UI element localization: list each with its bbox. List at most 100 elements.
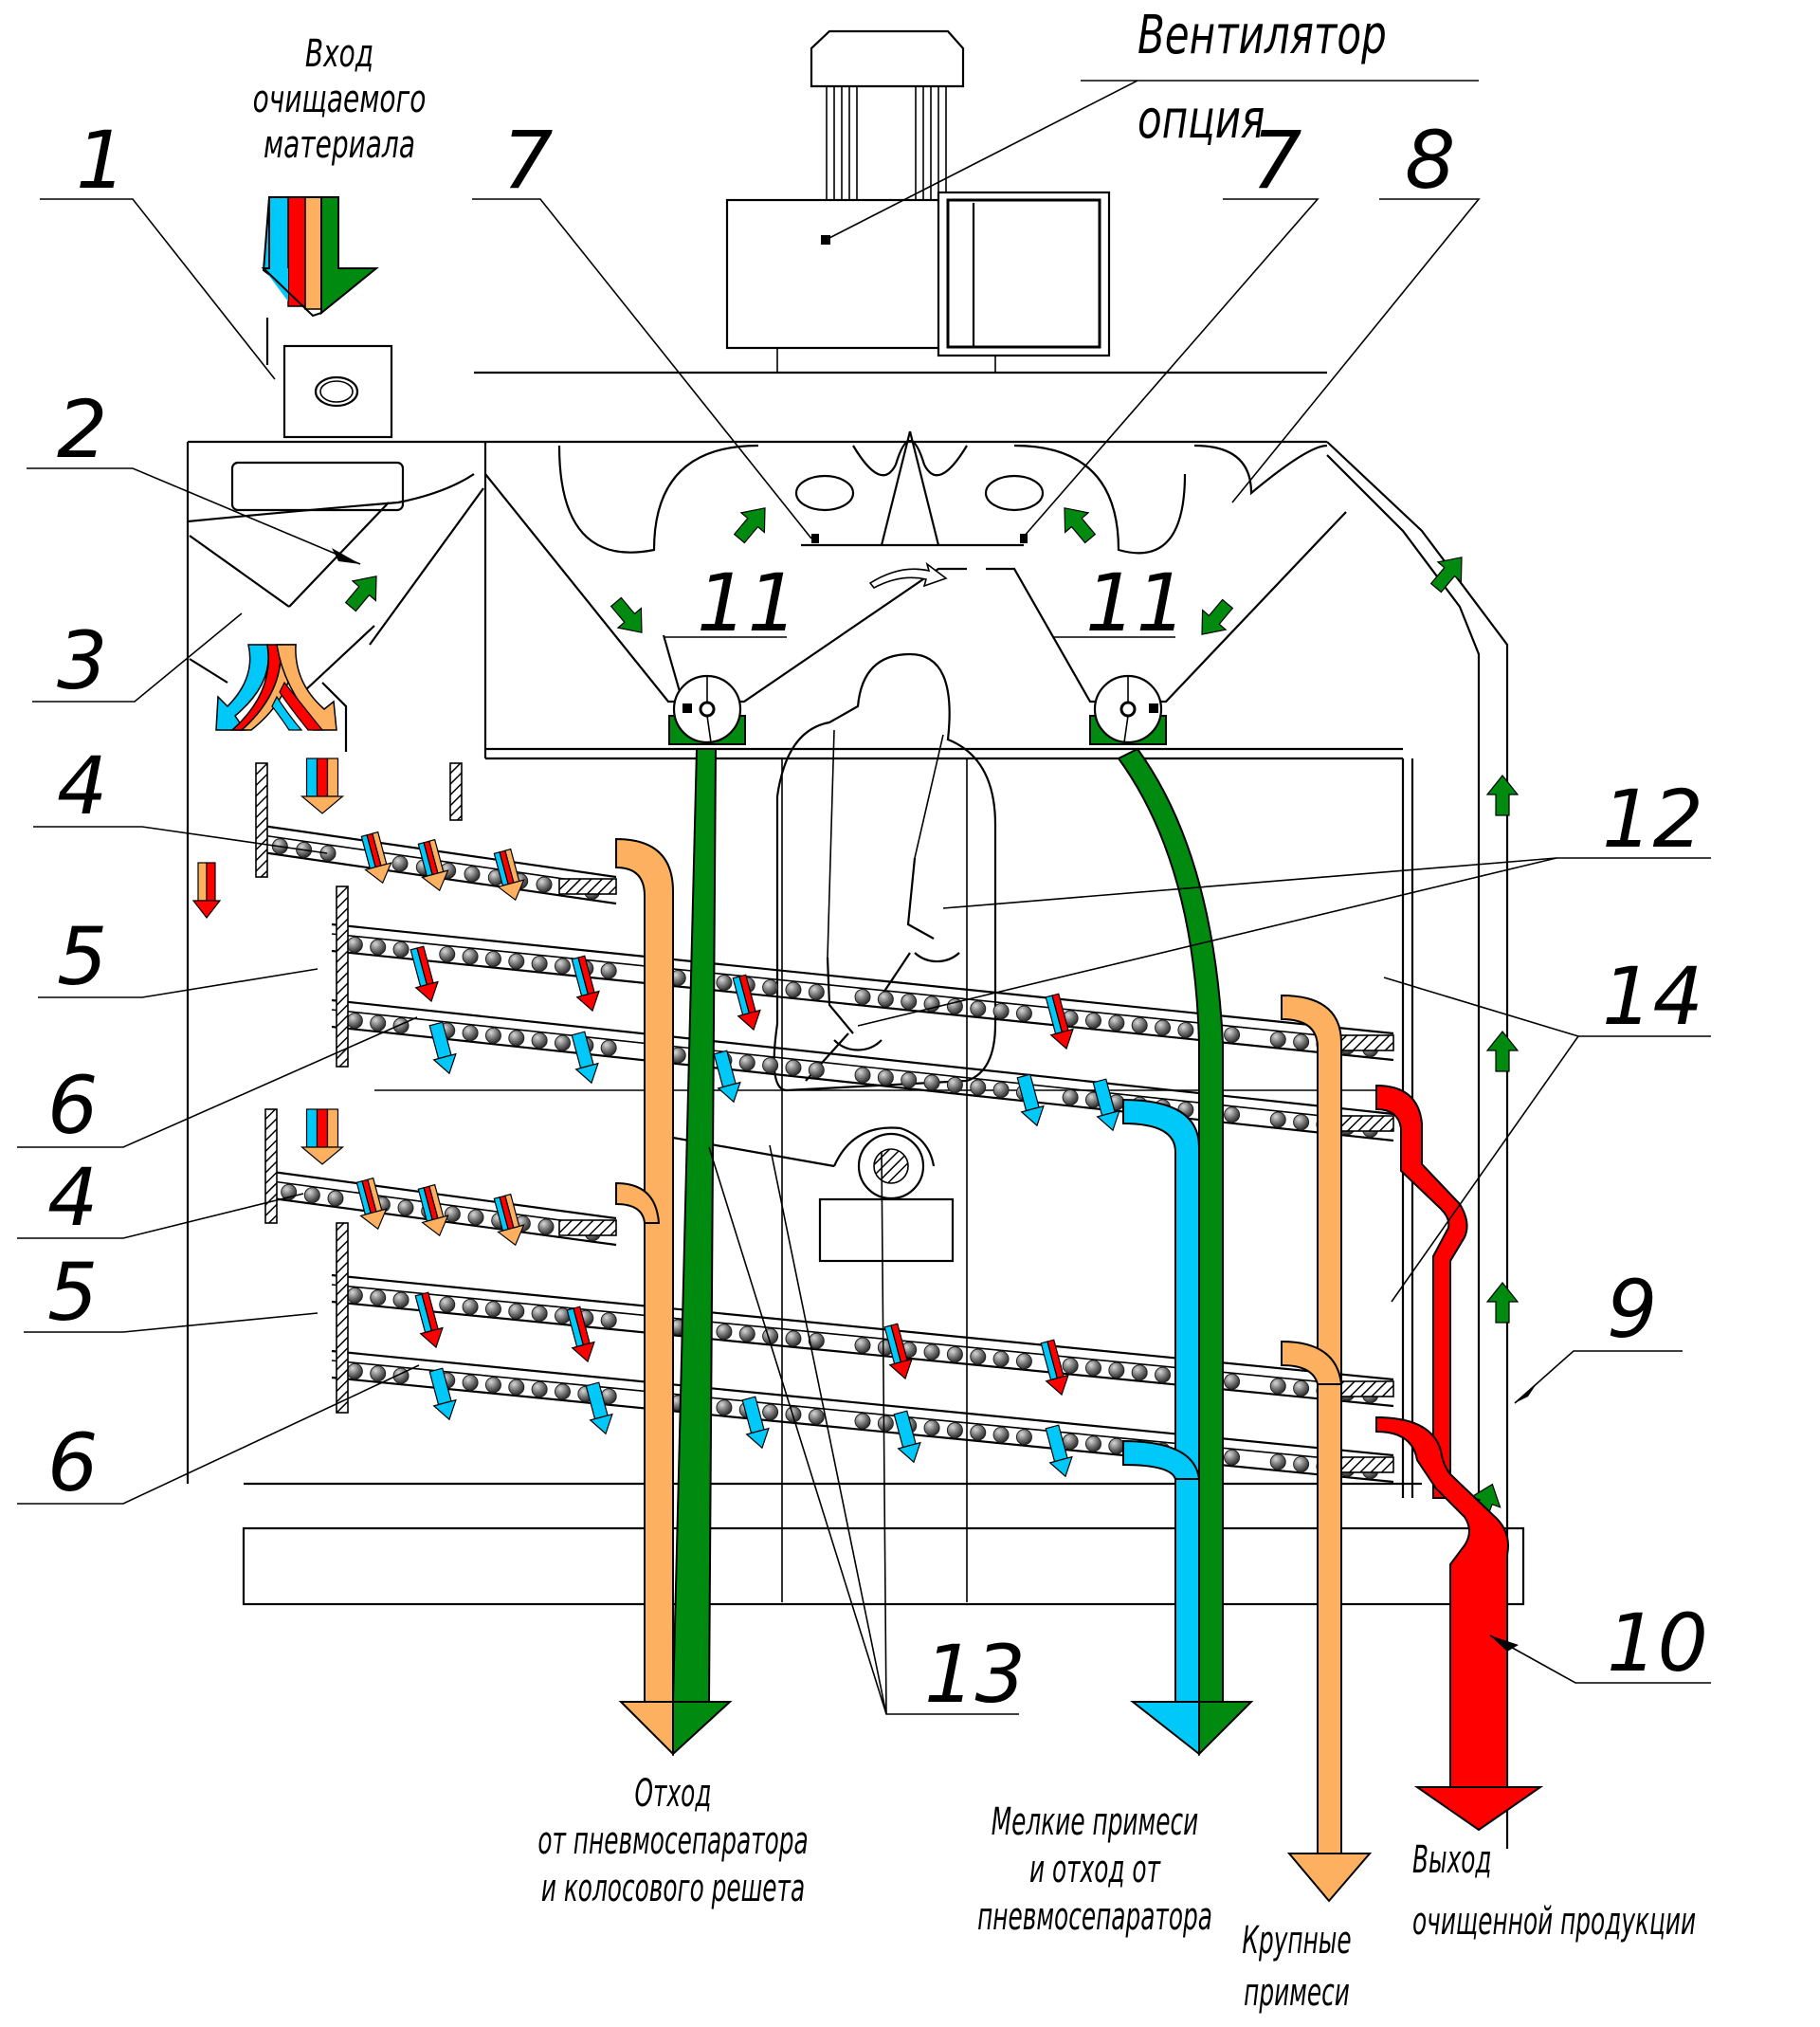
inlet-label-line3: материала	[264, 123, 415, 167]
cleaning-ball	[946, 1422, 963, 1439]
callout-1: 1	[76, 114, 126, 207]
fan-motor-rods	[826, 86, 947, 200]
pipe-air-green-left	[671, 748, 718, 1703]
frame-hatch	[336, 1222, 349, 1414]
cleaning-ball	[808, 1332, 825, 1349]
cleaning-ball	[716, 1324, 733, 1341]
cleaning-ball	[600, 1312, 617, 1329]
sieve5-arrow-icon	[1040, 1339, 1069, 1397]
feed-arrow-icon	[300, 758, 345, 814]
sieve6-arrow-icon	[1092, 1078, 1120, 1132]
cleaning-ball	[1131, 1017, 1148, 1033]
sieve5-arrow-icon	[414, 1291, 444, 1349]
callout-8: 8	[1405, 114, 1455, 207]
clean-label-line2: очищенной продукции	[1412, 1899, 1696, 1944]
callout-13: 13	[924, 1628, 1026, 1721]
cleaning-ball	[327, 1190, 344, 1207]
cleaning-ball	[923, 1419, 940, 1436]
sieve4-arrow-icon	[360, 831, 392, 885]
cleaning-ball	[1269, 1378, 1286, 1395]
sieve-6-lower	[331, 1349, 1394, 1484]
rotary-valve-right	[1052, 636, 1175, 745]
pipe-small-blue	[1122, 1098, 1200, 1703]
callout-3: 3	[57, 614, 107, 707]
air-arrow-icon	[733, 507, 766, 544]
cleaning-ball	[467, 1209, 484, 1226]
cleaning-ball	[462, 948, 479, 965]
adjustment-mechanism	[773, 652, 997, 1092]
cleaning-ball	[554, 1383, 571, 1400]
cleaning-ball	[992, 1082, 1010, 1099]
cleaning-ball	[303, 1187, 320, 1204]
cleaning-ball	[738, 1054, 755, 1071]
cleaning-ball	[508, 1379, 525, 1396]
arrow-clean-head	[1413, 1786, 1544, 1832]
arrow-large-head	[1286, 1853, 1373, 1903]
cleaning-ball	[1108, 1361, 1125, 1379]
cleaning-ball	[1015, 1353, 1032, 1370]
cleaning-ball	[1155, 1366, 1172, 1383]
sieve6-arrow-icon	[571, 1031, 599, 1085]
cleaning-ball	[785, 1059, 802, 1076]
cleaning-ball	[1224, 1449, 1241, 1466]
cleaning-ball	[484, 1377, 501, 1394]
sieve6-arrow-icon	[893, 1410, 921, 1464]
cleaning-ball	[1084, 1013, 1101, 1029]
frame-hatch	[449, 762, 463, 821]
cleaning-ball	[1224, 1027, 1241, 1043]
callout-4a: 4	[57, 740, 107, 832]
callout-4b: 4	[47, 1151, 98, 1244]
cleaning-ball	[462, 1374, 479, 1391]
text-labels: Вход очищаемого материала Вентилятор опц…	[47, 4, 1708, 2015]
cleaning-ball	[554, 958, 571, 975]
sieve4-arrow-icon	[417, 1183, 449, 1237]
cleaning-ball	[716, 1399, 733, 1416]
cleaning-ball	[970, 1424, 987, 1441]
cleaning-ball	[1015, 1429, 1032, 1446]
air-arrow-icon	[1201, 598, 1234, 635]
sieve6-arrow-icon	[585, 1381, 613, 1435]
cleaning-ball	[738, 1325, 755, 1342]
sieve6-arrow-icon	[428, 1367, 457, 1421]
cleaning-ball	[531, 1032, 548, 1049]
drive-bearing	[672, 1126, 955, 1263]
feed-arrow-icon	[300, 1108, 345, 1165]
cleaning-ball	[1015, 1005, 1032, 1022]
air-arrow-icon	[1485, 1031, 1520, 1072]
cleaning-ball	[854, 1067, 871, 1084]
sieve6-arrow-icon	[428, 1021, 457, 1075]
cleaning-ball	[439, 946, 456, 962]
cleaning-ball	[854, 1413, 871, 1430]
small-label-line1: Мелкие примеси	[992, 1799, 1198, 1844]
cleaning-ball	[970, 1000, 987, 1017]
side-arrow-icon	[191, 862, 222, 919]
sieve5-arrow-icon	[1045, 993, 1074, 1050]
fan-outlet-frame	[946, 198, 1101, 349]
cleaning-ball	[508, 1030, 525, 1047]
flow-arrows	[191, 507, 1520, 1525]
callout-7b: 7	[1251, 114, 1301, 207]
cleaning-ball	[946, 1346, 963, 1363]
cleaning-ball	[600, 1039, 617, 1056]
callout-5a: 5	[57, 910, 107, 1003]
cleaning-ball	[970, 1079, 987, 1096]
cleaning-ball	[901, 1071, 918, 1088]
pipe-waste-orange	[615, 837, 674, 1703]
cleaning-ball	[1293, 1379, 1310, 1397]
pipe-large-orange	[1281, 994, 1342, 1854]
cleaning-ball	[1293, 1455, 1310, 1472]
arrow-waste-head	[618, 1701, 674, 1757]
cleaning-ball	[462, 1298, 479, 1315]
cleaning-ball	[1293, 1033, 1310, 1050]
sieve4-arrow-icon	[355, 1177, 388, 1231]
sieve5-arrow-icon	[883, 1323, 913, 1380]
cleaning-ball	[462, 1025, 479, 1042]
sieve4-arrow-icon	[493, 848, 525, 902]
cleaning-ball	[439, 1296, 456, 1313]
cleaning-ball	[854, 989, 871, 1005]
fan-outlet-flange	[937, 191, 1111, 357]
large-label-line1: Крупные	[1242, 1918, 1351, 1963]
cleaning-ball	[370, 1289, 387, 1306]
cleaning-ball	[762, 1403, 779, 1420]
cleaning-ball	[923, 1074, 940, 1091]
